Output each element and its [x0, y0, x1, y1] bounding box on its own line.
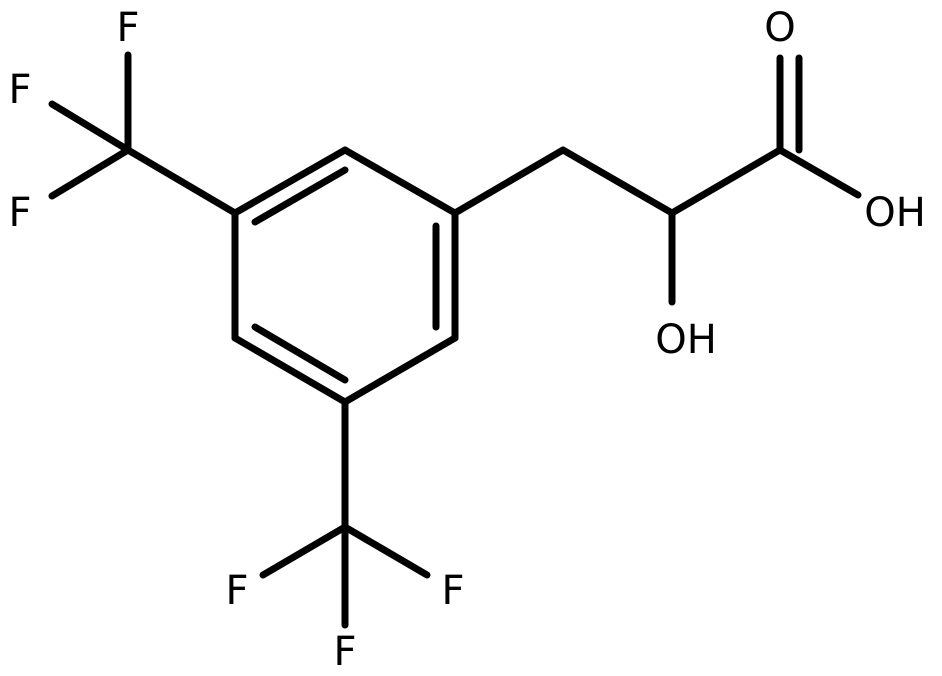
- atom-f4: F: [225, 568, 248, 614]
- atom-oh-alpha: OH: [655, 317, 717, 363]
- bond-c-f5: [341, 523, 431, 579]
- ring-bond-top-left: [231, 146, 349, 217]
- ring-inner-double-bond-top: [251, 166, 349, 226]
- atom-oh-acid: OH: [864, 190, 926, 236]
- atom-f1: F: [116, 5, 139, 51]
- bond-c-f3: [48, 146, 132, 200]
- ring-inner-double-bond-bottom: [251, 323, 349, 384]
- atom-f5: F: [441, 568, 464, 614]
- atom-f3: F: [8, 190, 31, 236]
- side-chain: O OH OH: [451, 5, 926, 363]
- bond-c-f2: [48, 100, 132, 154]
- bond-ring-to-cf3-upper: [124, 146, 239, 217]
- ring-bond-bottom-right: [341, 334, 459, 406]
- atom-o-carbonyl: O: [764, 5, 795, 51]
- ring-bond-top-right: [341, 146, 459, 217]
- ring-bond-bottom-left: [231, 334, 349, 406]
- bond-choh-to-cooh: [668, 146, 784, 217]
- atom-f2: F: [8, 67, 31, 113]
- bond-c-oh-acid: [776, 146, 862, 199]
- cf3-group-upper: F F F: [8, 5, 239, 236]
- bond-ring-to-ch2: [451, 146, 567, 217]
- benzene-ring: [231, 146, 459, 406]
- atom-f6: F: [333, 629, 356, 675]
- cf3-group-lower: F F F: [225, 398, 465, 675]
- bond-c-f4: [259, 523, 349, 579]
- bond-ch2-to-choh: [559, 146, 676, 217]
